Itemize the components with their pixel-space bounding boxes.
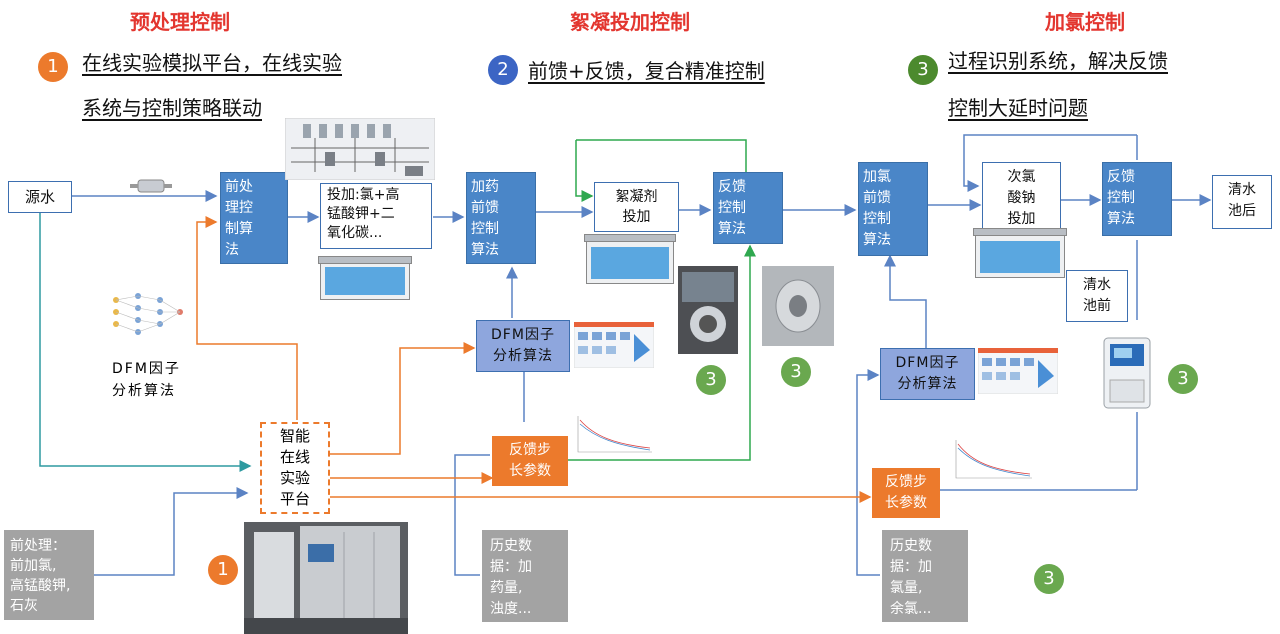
chlorine-tank-image (973, 228, 1067, 278)
dashboard-thumbnail-1 (574, 322, 654, 368)
feedback-control-algorithm-box-2: 反馈控制算法 (1102, 162, 1172, 236)
badge-3-d: 3 (1034, 564, 1064, 594)
feedback-control-algorithm-box-1: 反馈控制算法 (713, 172, 783, 244)
heading-3-line1: 过程识别系统，解决反馈 (948, 49, 1168, 73)
badge-3-a: 3 (696, 365, 726, 395)
feedback-step-parameter-box-2: 反馈步长参数 (872, 468, 940, 518)
decay-chart-thumbnail-2 (952, 436, 1034, 482)
number-badge-1: 1 (38, 52, 68, 82)
badge-3-b: 3 (781, 357, 811, 387)
chlorine-feedforward-algorithm-box: 加氯前馈控制算法 (858, 162, 928, 256)
dfm-analysis-label-left: DFM因子分析算法 (112, 361, 181, 399)
dashboard-thumbnail-2 (978, 348, 1058, 394)
source-water-box: 源水 (8, 181, 72, 213)
chlorine-analyzer-photo (1103, 337, 1151, 409)
pre-dosing-box: 投加:氯+高锰酸钾+二氧化碳... (320, 183, 432, 249)
flocculant-dosing-box: 絮凝剂投加 (594, 182, 679, 232)
plant-schematic-image (285, 118, 435, 180)
history-data-box-1: 历史数据：加药量,浊度... (482, 530, 568, 622)
clear-well-inlet-box: 清水池前 (1066, 270, 1128, 322)
section-title-preprocess: 预处理控制 (130, 10, 230, 34)
smart-online-test-platform-box: 智能在线实验平台 (260, 422, 330, 514)
pump-icon (130, 179, 172, 193)
turbidity-sensor-photo (678, 266, 738, 354)
heading-1-line1: 在线实验模拟平台，在线实验 (82, 51, 342, 75)
badge-3-c: 3 (1168, 364, 1198, 394)
heading-2: 前馈+反馈，复合精准控制 (528, 59, 765, 83)
history-data-box-2: 历史数据：加氯量,余氯... (882, 530, 968, 622)
number-badge-3: 3 (908, 55, 938, 85)
dosing-feedforward-algorithm-box: 加药前馈控制算法 (466, 172, 536, 264)
pretreatment-info-box: 前处理：前加氯,高锰酸钾,石灰 (4, 530, 94, 620)
feedback-step-parameter-box-1: 反馈步长参数 (492, 436, 568, 486)
dfm-analysis-box-right: DFM因子分析算法 (880, 348, 975, 400)
neural-network-image (113, 293, 183, 335)
probe-photo (762, 266, 834, 346)
heading-3-line2: 控制大延时问题 (948, 96, 1088, 120)
badge-1: 1 (208, 555, 238, 585)
heading-1-line2: 系统与控制策略联动 (82, 96, 262, 120)
pre-control-algorithm-box: 前处理控制算法 (220, 172, 288, 264)
pre-tank-image (318, 256, 412, 300)
section-title-chlorination: 加氯控制 (1045, 10, 1125, 34)
section-title-flocculation: 絮凝投加控制 (570, 10, 690, 34)
clear-well-outlet-box: 清水池后 (1212, 175, 1272, 229)
floc-tank-image (584, 234, 676, 284)
number-badge-2: 2 (488, 55, 518, 85)
dfm-analysis-box-mid: DFM因子分析算法 (476, 320, 570, 372)
equipment-cabinet-photo (244, 522, 408, 634)
decay-chart-thumbnail-1 (574, 412, 654, 456)
sodium-hypochlorite-dosing-box: 次氯酸钠投加 (982, 162, 1061, 234)
